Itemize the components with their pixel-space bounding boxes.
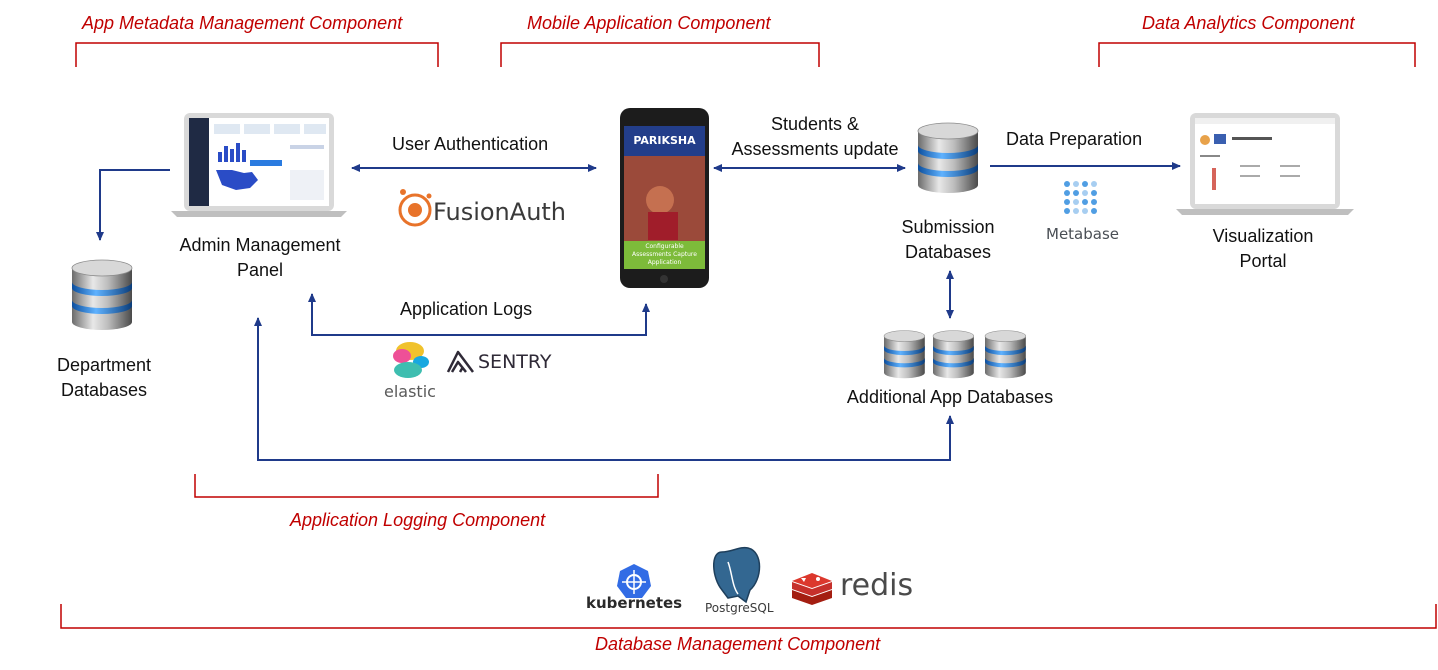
elastic-name: elastic [384, 382, 436, 401]
database-mgmt-component-title: Database Management Component [595, 634, 881, 654]
user-auth-label: User Authentication [392, 134, 549, 154]
admin-panel-label: Admin Management Panel [179, 235, 341, 280]
bracket-data-analytics [1098, 42, 1416, 67]
submission-db-label: Submission Databases [901, 217, 995, 262]
redis-name: redis [840, 568, 914, 603]
app-metadata-component-title: App Metadata Management Component [82, 13, 403, 33]
bracket-app-metadata [75, 42, 439, 67]
students-update-label: Students & Assessments update [731, 114, 899, 159]
fusionauth-name: FusionAuth [433, 198, 567, 226]
phone-caption: Configurable Assessments Capture Applica… [632, 243, 697, 266]
data-prep-label: Data Preparation [1006, 129, 1143, 149]
bracket-database-mgmt [60, 604, 1437, 629]
data-analytics-component-title: Data Analytics Component [1142, 13, 1355, 33]
bracket-app-logging [194, 474, 659, 498]
postgresql-logo-icon [713, 546, 761, 604]
phone-brand: PARIKSHA [633, 134, 696, 147]
department-db-icon [71, 259, 133, 331]
metabase-name: Metabase [1046, 225, 1120, 243]
app-logging-component-title: Application Logging Component [290, 510, 546, 530]
additional-db-icons [883, 330, 1027, 379]
phone-icon [620, 108, 709, 288]
arrow-admin-to-dept [96, 169, 170, 241]
mobile-app-component-title: Mobile Application Component [527, 13, 771, 33]
metabase-logo-icon [1064, 181, 1097, 214]
additional-db-label: Additional App Databases [846, 387, 1054, 407]
sentry-logo-icon [446, 350, 474, 373]
bracket-mobile-app [500, 42, 820, 67]
app-logs-label: Application Logs [400, 299, 533, 319]
kubernetes-logo-icon [617, 564, 651, 598]
sentry-name: SENTRY [478, 351, 552, 373]
admin-laptop-icon [171, 113, 347, 217]
arrow-admin-additional [254, 317, 954, 461]
postgresql-name: PostgreSQL [705, 601, 774, 615]
visualization-portal-label: Visualization Portal [1212, 226, 1314, 271]
portal-laptop-icon [1176, 113, 1354, 215]
department-db-label: Department Databases [56, 355, 152, 400]
fusionauth-logo-icon [398, 189, 432, 227]
redis-logo-icon [792, 573, 832, 605]
elastic-logo-icon [393, 342, 429, 378]
kubernetes-name: kubernetes [586, 594, 683, 612]
submission-db-icon [917, 122, 979, 194]
